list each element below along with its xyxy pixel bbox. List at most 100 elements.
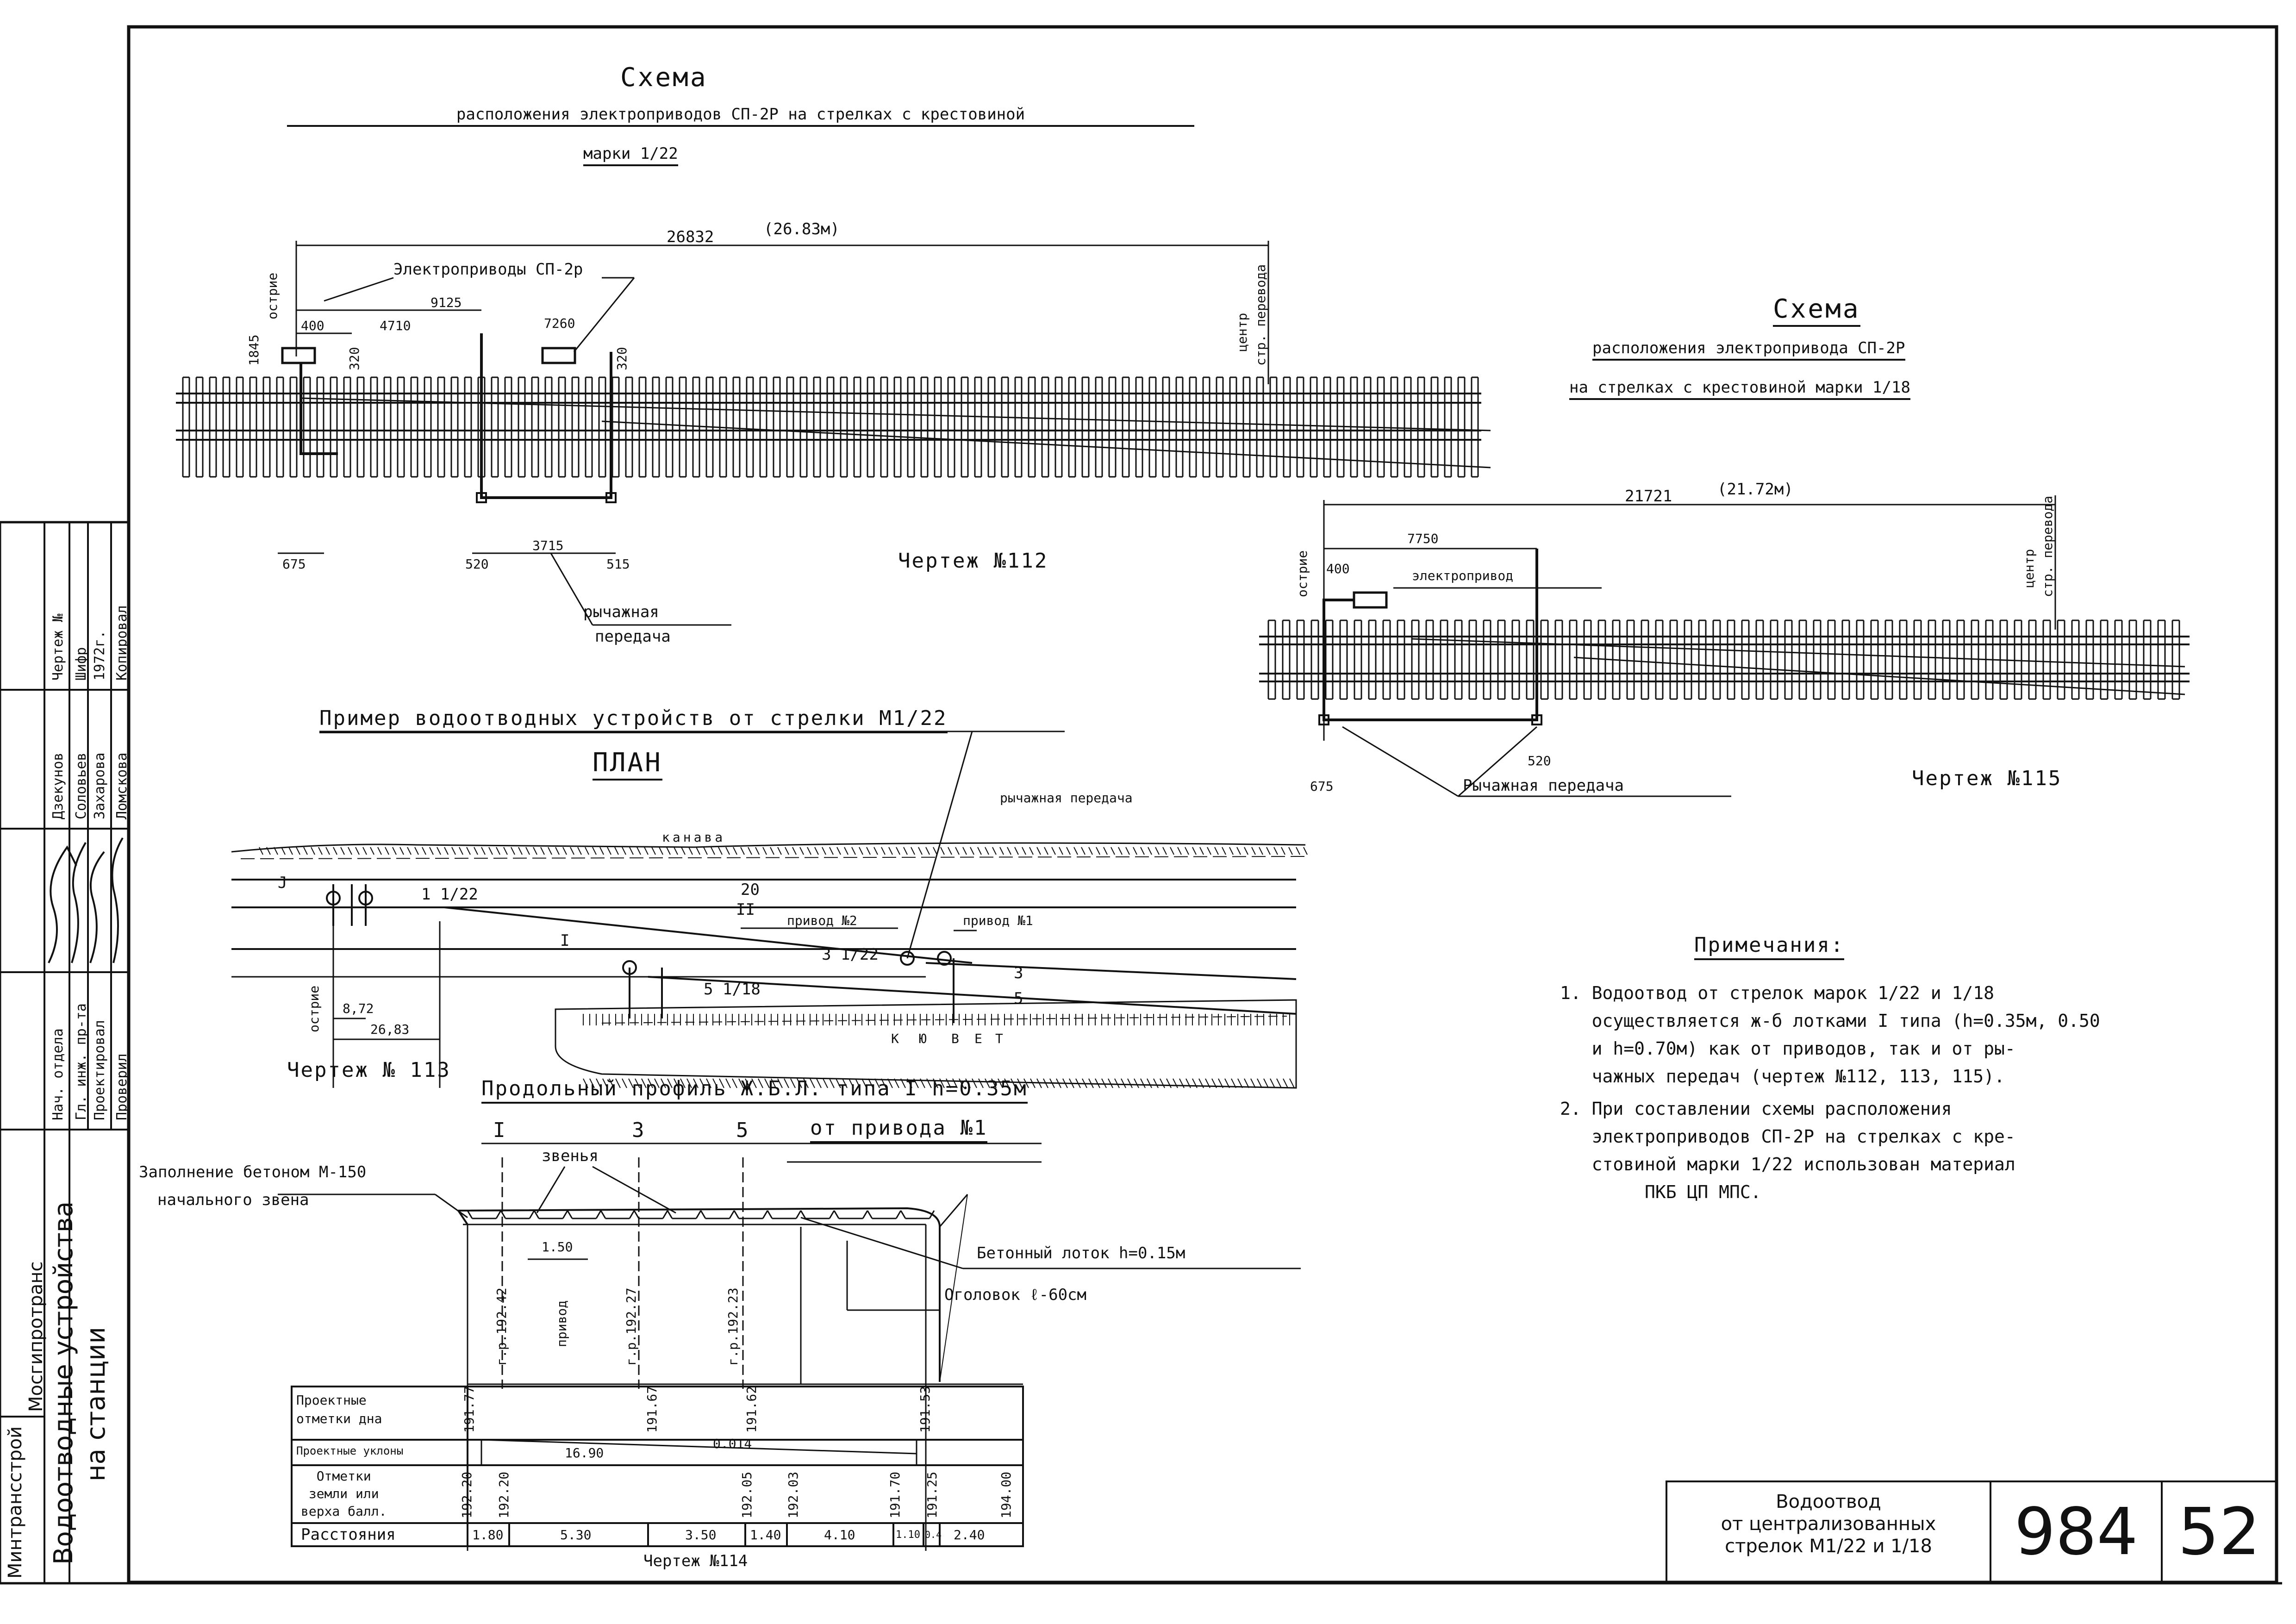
profile-mark-5: 5 bbox=[736, 1118, 750, 1142]
dist-3: 1.40 bbox=[750, 1527, 781, 1543]
profile-subtitle: от привода №1 bbox=[810, 1118, 988, 1143]
dim2-400: 400 bbox=[1326, 561, 1350, 576]
profile-mark-3: 3 bbox=[632, 1118, 646, 1142]
bottom-val-2: 191.62 bbox=[744, 1386, 759, 1433]
stamp-name-0: Дзекунов bbox=[50, 752, 66, 820]
dim-320a: 320 bbox=[347, 347, 362, 370]
dim-3715: 3715 bbox=[532, 538, 564, 553]
slope-val-0: 16.90 bbox=[565, 1445, 604, 1461]
gr-192-27: г.р.192.27 bbox=[624, 1287, 639, 1366]
point2-label: острие bbox=[1295, 550, 1310, 597]
profile-title: Продольный профиль Ж.Б.Л. типа I h=0.35м bbox=[481, 1079, 1028, 1104]
dim-1-50: 1.50 bbox=[542, 1239, 573, 1255]
stamp-info-3: Копировал bbox=[114, 605, 130, 681]
dim2-675: 675 bbox=[1310, 779, 1334, 794]
stamp-org: Мосгипротранс bbox=[25, 1261, 47, 1412]
dim-26-83: 26,83 bbox=[370, 1022, 410, 1037]
box-k: К bbox=[891, 1031, 899, 1046]
plan-subtitle: ПЛАН bbox=[593, 750, 662, 781]
ground-val-1: 192.20 bbox=[496, 1471, 512, 1518]
box-e: Е bbox=[974, 1031, 982, 1046]
point-label: острие bbox=[265, 272, 280, 319]
drawing-115: Чертеж №115 bbox=[1912, 767, 2062, 790]
track-5: 5 bbox=[1014, 989, 1023, 1008]
dim-8-72: 8,72 bbox=[343, 1001, 374, 1016]
ground-val-0: 192.20 bbox=[459, 1471, 474, 1518]
stamp-name-2: Захарова bbox=[92, 752, 108, 820]
stamp-name-3: Ломскова bbox=[114, 752, 130, 820]
dim-7750: 7750 bbox=[1407, 531, 1439, 546]
dim-total-2-m: (21.72м) bbox=[1717, 480, 1793, 499]
gr-192-42: г.р.192.42 bbox=[494, 1287, 509, 1366]
drives-label: Электроприводы СП-2р bbox=[393, 260, 583, 279]
note-1: 1. Водоотвод от стрелок марок 1/22 и 1/1… bbox=[1560, 983, 2100, 1087]
row-label-slopes: Проектные уклоны bbox=[296, 1444, 404, 1457]
row-label-distances: Расстояния bbox=[301, 1525, 396, 1544]
dim-total-2: 21721 bbox=[1625, 487, 1672, 506]
scheme-2-subtitle: расположения электропривода СП-2Р bbox=[1592, 340, 1905, 361]
note-2: 2. При составлении схемы расположения эл… bbox=[1560, 1099, 2015, 1202]
dim-400: 400 bbox=[301, 318, 324, 333]
stamp-ministry: Минтрансстрой bbox=[5, 1426, 26, 1579]
bottom-val-0: 191.77 bbox=[462, 1386, 477, 1433]
fill-label-2: начального звена bbox=[157, 1191, 309, 1209]
head-label: Оголовок ℓ-60см bbox=[944, 1286, 1086, 1304]
stamp-info-0: Чертеж № bbox=[50, 613, 66, 681]
bottom-val-1: 191.67 bbox=[644, 1386, 660, 1433]
center-label-1: центр bbox=[1235, 312, 1250, 352]
drive-1-label: привод №1 bbox=[963, 913, 1033, 928]
concrete-tray-label: Бетонный лоток h=0.15м bbox=[977, 1244, 1185, 1262]
dim-9125: 9125 bbox=[430, 295, 462, 310]
label-1-22: 1 1/22 bbox=[421, 885, 478, 904]
stamp-info-1: Шифр bbox=[73, 647, 89, 681]
drawing-112: Чертеж №112 bbox=[898, 549, 1048, 573]
dist-4: 4.10 bbox=[824, 1527, 855, 1543]
dim-515: 515 bbox=[606, 556, 630, 572]
stamp-name-1: Соловьев bbox=[73, 752, 89, 820]
drive-profile-label: привод bbox=[554, 1300, 569, 1347]
fill-label-1: Заполнение бетоном М-150 bbox=[139, 1163, 367, 1181]
sheet-number: 52 bbox=[2177, 1494, 2261, 1570]
label-3-22: 3 1/22 bbox=[822, 945, 879, 964]
center-label-2: стр. перевода bbox=[1253, 264, 1268, 366]
dist-6: 0.4 bbox=[925, 1529, 942, 1540]
stamp-info-2: 1972г. bbox=[92, 630, 108, 681]
dim-total: 26832 bbox=[667, 228, 714, 246]
profile-mark-I: I bbox=[493, 1118, 507, 1142]
dim-1845: 1845 bbox=[246, 334, 262, 366]
scheme-1-subtitle-2: марки 1/22 bbox=[583, 146, 678, 166]
slope-val-1: 0.014 bbox=[713, 1436, 752, 1451]
scheme-2-title: Схема bbox=[1773, 296, 1860, 327]
lever2-label: Рычажная передача bbox=[1463, 776, 1624, 795]
dist-0: 1.80 bbox=[472, 1527, 504, 1543]
box-v: В bbox=[951, 1031, 959, 1046]
dim-520: 520 bbox=[465, 556, 489, 572]
ground-val-5: 191.25 bbox=[924, 1471, 940, 1518]
stamp-role-0: Нач. отдела bbox=[50, 1028, 66, 1120]
ground-val-4: 191.70 bbox=[887, 1471, 903, 1518]
center2-label-1: центр bbox=[2021, 549, 2037, 588]
plan-point-label: острие bbox=[306, 985, 322, 1032]
album-number: 984 bbox=[2014, 1494, 2138, 1570]
scheme-1-title: Схема bbox=[620, 62, 708, 93]
track-3: 3 bbox=[1014, 964, 1023, 982]
dist-2: 3.50 bbox=[685, 1527, 717, 1543]
dim-675: 675 bbox=[282, 556, 306, 572]
stamp-role-3: Проверил bbox=[114, 1053, 130, 1121]
drawing-113: Чертеж № 113 bbox=[287, 1058, 451, 1082]
track-II: II bbox=[736, 900, 755, 919]
dim-4710: 4710 bbox=[380, 318, 411, 333]
dist-5: 1.10 bbox=[896, 1529, 920, 1541]
gr-192-23: г.р.192.23 bbox=[725, 1287, 741, 1366]
dim2-520: 520 bbox=[1528, 753, 1551, 768]
stamp-title-1: Водоотводные устройства bbox=[49, 1201, 79, 1565]
scheme-2-subtitle-2: на стрелках с крестовиной марки 1/18 bbox=[1569, 380, 1910, 400]
dim-320b: 320 bbox=[614, 347, 630, 370]
drawing-114: Чертеж №114 bbox=[643, 1552, 748, 1570]
ground-val-6: 194.00 bbox=[998, 1471, 1014, 1518]
ground-val-2: 192.05 bbox=[739, 1471, 755, 1518]
stamp-role-1: Гл. инж. пр-та bbox=[73, 1003, 89, 1120]
dim-7260: 7260 bbox=[544, 316, 575, 331]
